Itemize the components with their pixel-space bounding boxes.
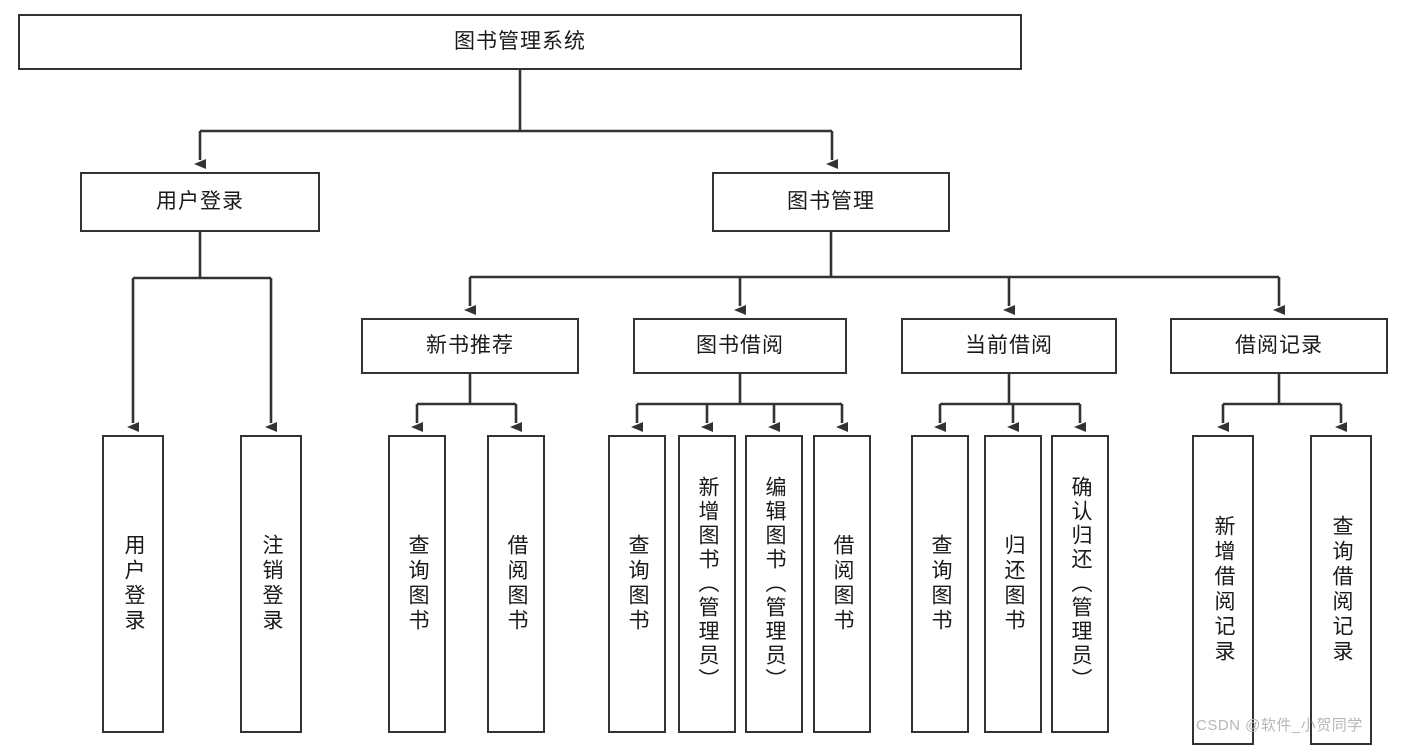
leaf-user-logout-label: 注销登录 [260, 534, 284, 634]
leaf-user-login[interactable]: 用户登录 [102, 435, 164, 733]
leaf-user-logout[interactable]: 注销登录 [240, 435, 302, 733]
leaf-user-login-label: 用户登录 [122, 534, 146, 634]
csdn-watermark: CSDN @软件_小贺同学 [1196, 717, 1363, 734]
node-user-login[interactable]: 用户登录 [80, 172, 320, 232]
node-book-borrow[interactable]: 图书借阅 [633, 318, 847, 374]
node-new-book-recommend[interactable]: 新书推荐 [361, 318, 579, 374]
leaf-query-record-label: 查询借阅记录 [1330, 515, 1354, 665]
leaf-add-record[interactable]: 新增借阅记录 [1192, 435, 1254, 745]
leaf-query-book-1-label: 查询图书 [406, 534, 430, 634]
leaf-add-book[interactable]: 新增图书（管理员） [678, 435, 736, 733]
leaf-confirm-return[interactable]: 确认归还（管理员） [1051, 435, 1109, 733]
leaf-query-book-2[interactable]: 查询图书 [608, 435, 666, 733]
leaf-add-record-label: 新增借阅记录 [1212, 515, 1236, 665]
leaf-query-book-2-label: 查询图书 [626, 534, 650, 634]
leaf-return-book[interactable]: 归还图书 [984, 435, 1042, 733]
node-book-management-label: 图书管理 [787, 190, 875, 214]
node-current-borrow[interactable]: 当前借阅 [901, 318, 1117, 374]
node-borrow-records[interactable]: 借阅记录 [1170, 318, 1388, 374]
leaf-add-book-label: 新增图书（管理员） [696, 476, 720, 692]
node-user-login-label: 用户登录 [156, 190, 244, 214]
leaf-query-book-1[interactable]: 查询图书 [388, 435, 446, 733]
leaf-borrow-book-1-label: 借阅图书 [505, 534, 529, 634]
leaf-borrow-book-2-label: 借阅图书 [831, 534, 855, 634]
node-book-management[interactable]: 图书管理 [712, 172, 950, 232]
leaf-edit-book-label: 编辑图书（管理员） [763, 476, 787, 692]
node-root-label: 图书管理系统 [454, 30, 586, 54]
node-root[interactable]: 图书管理系统 [18, 14, 1022, 70]
leaf-edit-book[interactable]: 编辑图书（管理员） [745, 435, 803, 733]
leaf-query-record[interactable]: 查询借阅记录 [1310, 435, 1372, 745]
node-new-book-recommend-label: 新书推荐 [426, 334, 514, 358]
leaf-query-book-3[interactable]: 查询图书 [911, 435, 969, 733]
leaf-borrow-book-1[interactable]: 借阅图书 [487, 435, 545, 733]
node-current-borrow-label: 当前借阅 [965, 334, 1053, 358]
leaf-return-book-label: 归还图书 [1002, 534, 1026, 634]
node-book-borrow-label: 图书借阅 [696, 334, 784, 358]
node-borrow-records-label: 借阅记录 [1235, 334, 1323, 358]
leaf-confirm-return-label: 确认归还（管理员） [1069, 476, 1093, 692]
leaf-query-book-3-label: 查询图书 [929, 534, 953, 634]
leaf-borrow-book-2[interactable]: 借阅图书 [813, 435, 871, 733]
